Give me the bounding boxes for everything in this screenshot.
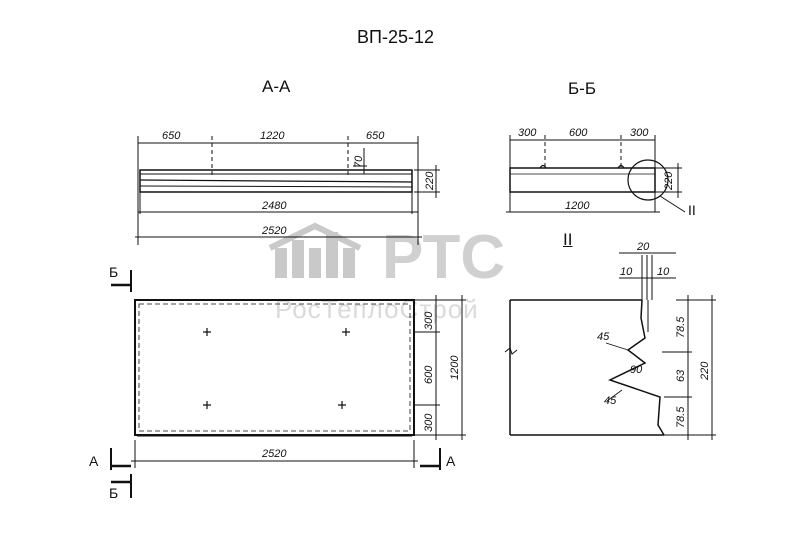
bb-dim-600: 600 (569, 127, 588, 139)
watermark-logo-icon (268, 222, 362, 278)
detail-dim-45-bottom: 45 (604, 395, 617, 407)
aa-dim-70: 70 (353, 155, 365, 168)
bb-callout-ii: II (688, 202, 696, 218)
plan-dim-300-top: 300 (423, 311, 435, 330)
cut-b-bottom-label: Б (109, 485, 118, 501)
drawing-title: ВП-25-12 (357, 27, 434, 47)
cut-b-top-label: Б (109, 264, 118, 280)
detail-dim-220: 220 (699, 361, 711, 381)
aa-dim-220: 220 (424, 171, 436, 191)
watermark-company: РосТеплоСтрой (275, 294, 479, 324)
cut-a-left-label: А (89, 453, 99, 469)
detail-dim-78-5-top: 78.5 (675, 316, 687, 338)
plan-view (110, 270, 466, 498)
watermark: РТС РосТеплоСтрой (268, 222, 505, 324)
bb-dim-1200: 1200 (565, 200, 590, 212)
section-aa-label: А-А (262, 77, 291, 96)
detail-dim-10-right: 10 (657, 266, 670, 278)
plan-dim-2520: 2520 (261, 448, 287, 460)
aa-dim-2480: 2480 (261, 200, 287, 212)
bb-dim-300-right: 300 (630, 127, 649, 139)
aa-dim-650-right: 650 (366, 130, 385, 142)
detail-dim-20: 20 (636, 241, 650, 253)
detail-ii-label: II (563, 230, 573, 249)
plan-dim-600: 600 (423, 365, 435, 384)
view-bb (506, 135, 686, 213)
detail-dim-63: 63 (675, 369, 687, 382)
detail-dim-78-5-bottom: 78.5 (675, 406, 687, 428)
plan-dim-1200: 1200 (449, 355, 461, 380)
aa-dim-2520: 2520 (261, 225, 287, 237)
detail-ii (504, 252, 716, 440)
detail-dim-90: 90 (630, 364, 643, 376)
view-aa (135, 136, 440, 245)
aa-dim-1220: 1220 (260, 130, 285, 142)
bb-dim-220: 220 (663, 171, 675, 191)
detail-dim-10-left: 10 (620, 266, 633, 278)
section-bb-label: Б-Б (568, 79, 596, 98)
watermark-logo-text: РТС (382, 223, 505, 292)
aa-dim-650-left: 650 (162, 130, 181, 142)
plan-dim-300-bottom: 300 (423, 413, 435, 432)
cut-a-right-label: А (446, 453, 456, 469)
bb-dim-300-left: 300 (518, 127, 537, 139)
detail-dim-45-top: 45 (597, 331, 610, 343)
